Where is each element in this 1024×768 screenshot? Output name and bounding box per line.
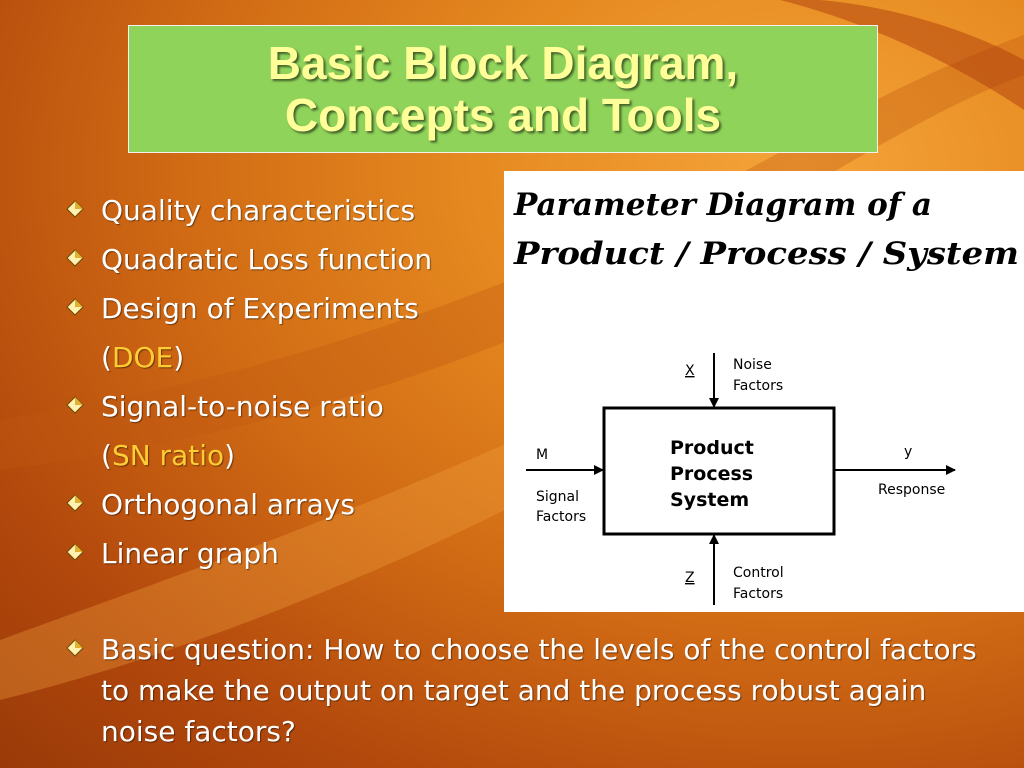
list-item: Quadratic Loss function	[66, 235, 506, 284]
list-item-text: Quality characteristics	[101, 194, 416, 227]
list-item-text: Orthogonal arrays	[101, 488, 355, 521]
list-item-text: Quadratic Loss function	[101, 243, 433, 276]
doe-highlight: DOE	[111, 341, 174, 374]
diamond-bullet-icon	[66, 396, 84, 414]
process-box	[602, 406, 836, 536]
response-variable: y	[904, 444, 912, 460]
control-variable: Z	[685, 570, 695, 586]
list-item: Design of Experiments	[66, 284, 506, 333]
noise-variable: X	[685, 363, 695, 379]
bottom-bullet: Basic question: How to choose the levels…	[66, 629, 1006, 752]
response-label: Response	[878, 482, 945, 498]
bottom-bullet-text: Basic question: How to choose the levels…	[101, 633, 977, 748]
diamond-bullet-icon	[66, 249, 84, 267]
sn-ratio-highlight: SN ratio	[111, 439, 225, 472]
list-item-text: Linear graph	[101, 537, 279, 570]
diamond-bullet-icon	[66, 494, 84, 512]
list-item: Signal-to-noise ratio	[66, 382, 506, 431]
noise-label-line-1: Noise	[733, 357, 772, 373]
process-box-line-2: Process	[670, 463, 753, 485]
control-label-line-1: Control	[733, 565, 784, 581]
list-item: Orthogonal arrays	[66, 480, 506, 529]
slide-title-line-1: Basic Block Diagram,	[267, 37, 739, 89]
list-item-continuation: (SN ratio)	[101, 439, 236, 472]
list-item: Quality characteristics	[66, 186, 506, 235]
signal-variable: M	[536, 447, 548, 463]
control-label-line-2: Factors	[733, 586, 783, 602]
diagram-heading-line-2: Product / Process / System	[513, 236, 1019, 272]
signal-label-line-2: Factors	[536, 509, 586, 525]
parameter-diagram: Parameter Diagram of a Product / Process…	[504, 171, 1024, 612]
signal-label-line-1: Signal	[536, 489, 579, 505]
list-item: Basic question: How to choose the levels…	[66, 629, 1006, 752]
list-item-continuation: (DOE)	[101, 341, 185, 374]
process-box-line-1: Product	[670, 437, 754, 459]
diamond-bullet-icon	[66, 200, 84, 218]
process-box-line-3: System	[670, 489, 749, 511]
noise-label-line-2: Factors	[733, 378, 783, 394]
parameter-diagram-svg: Parameter Diagram of a Product / Process…	[513, 187, 1019, 605]
diagram-heading-line-1: Parameter Diagram of a	[513, 187, 932, 223]
diamond-bullet-icon	[66, 543, 84, 561]
diamond-bullet-icon	[66, 298, 84, 316]
list-item-text: Signal-to-noise ratio	[101, 390, 384, 423]
slide-title-line-2: Concepts and Tools	[284, 89, 722, 141]
list-item: Linear graph	[66, 529, 506, 578]
list-item-text: Design of Experiments	[101, 292, 419, 325]
bullet-list: Quality characteristics Quadratic Loss f…	[66, 186, 506, 578]
diamond-bullet-icon	[66, 639, 84, 657]
title-box: Basic Block Diagram, Concepts and Tools	[128, 25, 878, 153]
